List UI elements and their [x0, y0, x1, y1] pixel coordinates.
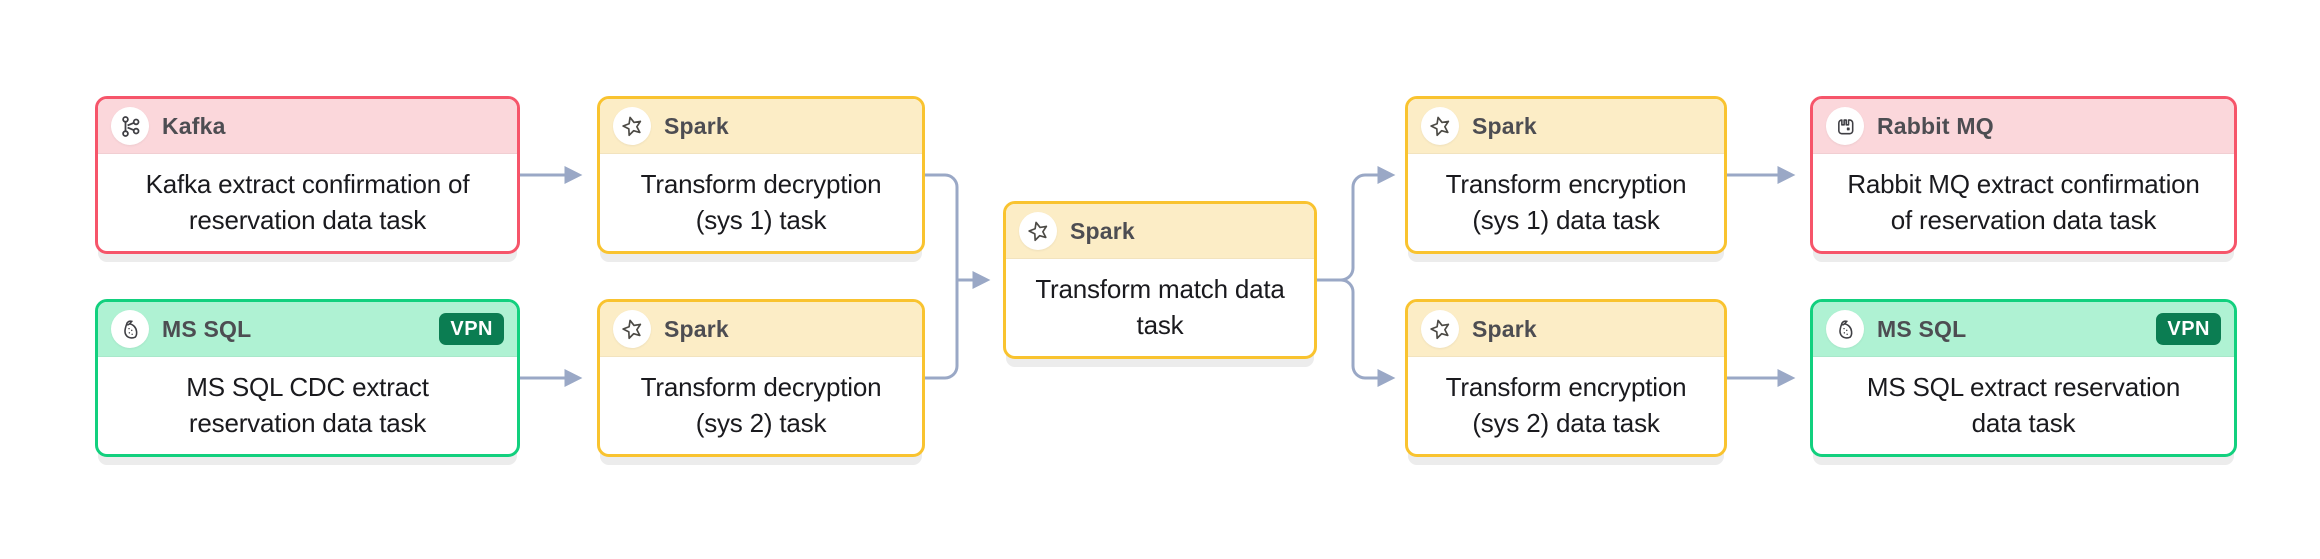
node-type-label: Rabbit MQ	[1877, 112, 1994, 139]
node-transform-match[interactable]: Spark Transform match data task	[1003, 201, 1317, 359]
node-header: MS SQL VPN	[98, 302, 517, 357]
node-type-label: MS SQL	[1877, 315, 1967, 342]
node-title: Rabbit MQ extract confirmation of reserv…	[1847, 168, 2200, 235]
node-title: MS SQL extract reservation data task	[1866, 371, 2181, 438]
node-type-label: Spark	[1472, 315, 1537, 342]
edge-match-to-encryption1	[1317, 166, 1396, 282]
node-type-label: Spark	[664, 112, 729, 139]
node-transform-encryption-sys1[interactable]: Spark Transform encryption (sys 1) data …	[1405, 96, 1727, 254]
node-transform-encryption-sys2[interactable]: Spark Transform encryption (sys 2) data …	[1405, 299, 1727, 457]
node-type-label: Spark	[1472, 112, 1537, 139]
edge-match-to-encryption2	[1317, 278, 1396, 387]
node-header: Kafka	[98, 99, 517, 154]
vpn-badge: VPN	[439, 313, 504, 345]
node-header: Spark	[1408, 302, 1724, 357]
spark-icon	[613, 107, 651, 145]
vpn-badge: VPN	[2156, 313, 2221, 345]
node-mssql-cdc-extract[interactable]: MS SQL VPN MS SQL CDC extract reservatio…	[95, 299, 520, 457]
node-type-label: MS SQL	[162, 315, 252, 342]
spark-icon	[1019, 212, 1057, 250]
node-header: Spark	[1006, 204, 1314, 259]
node-title: Transform decryption (sys 2) task	[640, 371, 882, 438]
node-transform-decryption-sys2[interactable]: Spark Transform decryption (sys 2) task	[597, 299, 925, 457]
node-title: Transform encryption (sys 2) data task	[1445, 371, 1687, 438]
mssql-icon	[111, 310, 149, 348]
node-type-label: Spark	[664, 315, 729, 342]
mssql-icon	[1826, 310, 1864, 348]
node-type-label: Spark	[1070, 217, 1135, 244]
kafka-icon	[111, 107, 149, 145]
spark-icon	[613, 310, 651, 348]
node-title: Kafka extract confirmation of reservatio…	[145, 168, 470, 235]
node-header: MS SQL VPN	[1813, 302, 2234, 357]
node-rabbitmq-extract-confirmation[interactable]: Rabbit MQ Rabbit MQ extract confirmation…	[1810, 96, 2237, 254]
node-header: Spark	[600, 99, 922, 154]
spark-icon	[1421, 107, 1459, 145]
node-type-label: Kafka	[162, 112, 226, 139]
node-transform-decryption-sys1[interactable]: Spark Transform decryption (sys 1) task	[597, 96, 925, 254]
node-title: Transform decryption (sys 1) task	[640, 168, 882, 235]
node-title: MS SQL CDC extract reservation data task	[186, 371, 429, 438]
edge-decryption2-merge	[925, 280, 959, 380]
node-title: Transform match data task	[1035, 273, 1285, 340]
spark-icon	[1421, 310, 1459, 348]
node-mssql-extract[interactable]: MS SQL VPN MS SQL extract reservation da…	[1810, 299, 2237, 457]
rabbitmq-icon	[1826, 107, 1864, 145]
node-title: Transform encryption (sys 1) data task	[1445, 168, 1687, 235]
node-header: Rabbit MQ	[1813, 99, 2234, 154]
node-header: Spark	[1408, 99, 1724, 154]
node-header: Spark	[600, 302, 922, 357]
node-kafka-extract-confirmation[interactable]: Kafka Kafka extract confirmation of rese…	[95, 96, 520, 254]
edge-decryption1-merge	[925, 173, 959, 280]
